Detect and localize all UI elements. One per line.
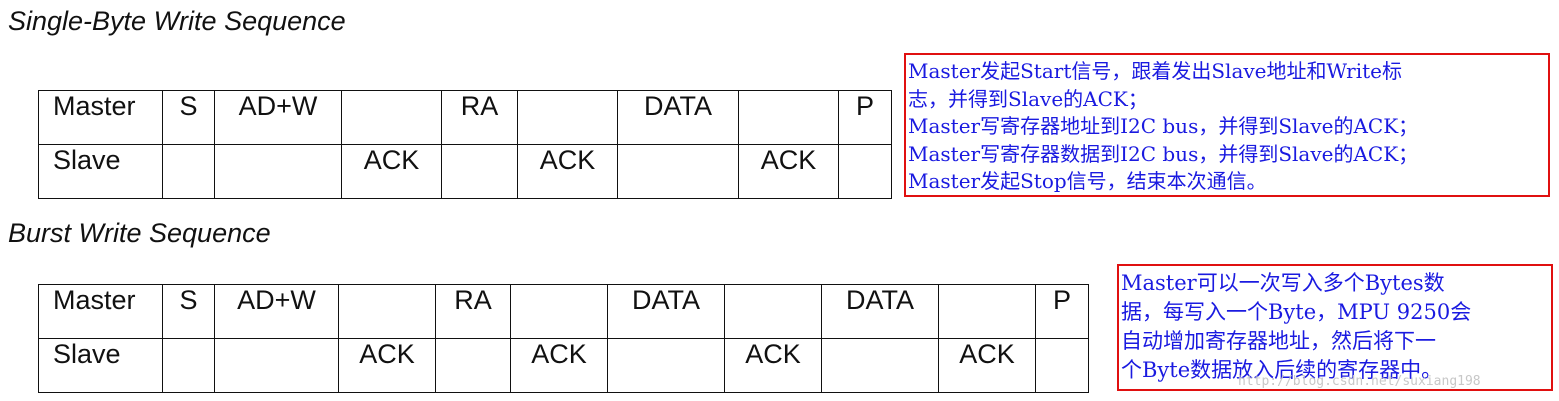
watermark: http://blog.csdn.net/suxiang198 bbox=[1238, 374, 1481, 389]
cell-ack: ACK bbox=[510, 338, 608, 393]
cell-empty bbox=[441, 144, 518, 199]
cell-empty bbox=[214, 144, 342, 199]
single-byte-note: Master发起Start信号，跟着发出Slave地址和Write标 志，并得到… bbox=[904, 53, 1550, 197]
cell-empty bbox=[1035, 338, 1089, 393]
cell-ack: ACK bbox=[338, 338, 436, 393]
cell-empty bbox=[821, 338, 939, 393]
row-label-slave: Slave bbox=[38, 338, 163, 393]
row-label-master: Master bbox=[38, 284, 163, 339]
cell-empty bbox=[341, 90, 442, 145]
cell-stop: P bbox=[1035, 284, 1089, 339]
cell-empty bbox=[517, 90, 618, 145]
cell-ack: ACK bbox=[738, 144, 839, 199]
note-line: 志，并得到Slave的ACK； bbox=[908, 86, 1148, 111]
cell-register-address: RA bbox=[435, 284, 511, 339]
cell-ack: ACK bbox=[341, 144, 442, 199]
cell-start: S bbox=[162, 90, 215, 145]
note-line: 个Byte数据放入后续的寄存器中。 bbox=[1121, 358, 1443, 382]
slave-row: Slave ACK ACK ACK bbox=[38, 144, 892, 199]
cell-empty bbox=[724, 284, 822, 339]
cell-address-write: AD+W bbox=[214, 284, 339, 339]
cell-ack: ACK bbox=[724, 338, 822, 393]
cell-empty bbox=[510, 284, 608, 339]
note-line: Master可以一次写入多个Bytes数 bbox=[1121, 271, 1445, 295]
note-line: Master写寄存器数据到I2C bus，并得到Slave的ACK； bbox=[908, 141, 1419, 166]
cell-empty bbox=[938, 284, 1036, 339]
single-byte-write-table: Master S AD+W RA DATA P Slave ACK ACK AC… bbox=[38, 90, 892, 199]
burst-write-table: Master S AD+W RA DATA DATA P Slave ACK A… bbox=[38, 284, 1089, 393]
cell-empty bbox=[738, 90, 839, 145]
cell-data: DATA bbox=[821, 284, 939, 339]
cell-start: S bbox=[162, 284, 215, 339]
cell-empty bbox=[162, 338, 215, 393]
cell-empty bbox=[607, 338, 725, 393]
cell-empty bbox=[435, 338, 511, 393]
note-line: Master发起Start信号，跟着发出Slave地址和Write标 bbox=[908, 59, 1403, 83]
burst-write-title: Burst Write Sequence bbox=[8, 218, 271, 248]
single-byte-write-title: Single-Byte Write Sequence bbox=[8, 6, 346, 36]
cell-ack: ACK bbox=[517, 144, 618, 199]
note-line: 据，每写入一个Byte，MPU 9250会 bbox=[1121, 300, 1472, 324]
cell-address-write: AD+W bbox=[214, 90, 342, 145]
row-label-master: Master bbox=[38, 90, 163, 145]
cell-register-address: RA bbox=[441, 90, 518, 145]
cell-ack: ACK bbox=[938, 338, 1036, 393]
row-label-slave: Slave bbox=[38, 144, 163, 199]
cell-empty bbox=[338, 284, 436, 339]
cell-stop: P bbox=[838, 90, 892, 145]
cell-data: DATA bbox=[607, 284, 725, 339]
cell-empty bbox=[838, 144, 892, 199]
cell-empty bbox=[617, 144, 739, 199]
master-row: Master S AD+W RA DATA P bbox=[38, 90, 892, 145]
cell-empty bbox=[162, 144, 215, 199]
burst-write-note: Master可以一次写入多个Bytes数 据，每写入一个Byte，MPU 925… bbox=[1117, 264, 1553, 391]
cell-empty bbox=[214, 338, 339, 393]
master-row: Master S AD+W RA DATA DATA P bbox=[38, 284, 1089, 339]
note-line: Master发起Stop信号，结束本次通信。 bbox=[908, 169, 1267, 193]
cell-data: DATA bbox=[617, 90, 739, 145]
note-line: 自动增加寄存器地址，然后将下一 bbox=[1121, 329, 1436, 353]
slave-row: Slave ACK ACK ACK ACK bbox=[38, 338, 1089, 393]
note-line: Master写寄存器地址到I2C bus，并得到Slave的ACK； bbox=[908, 114, 1419, 138]
